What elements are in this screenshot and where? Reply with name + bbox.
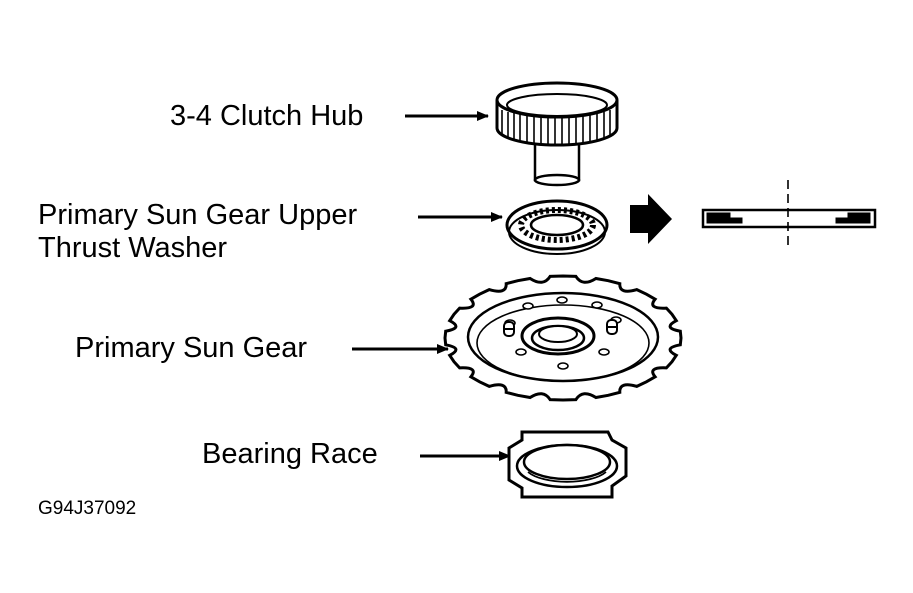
washer-section-view xyxy=(701,180,877,250)
sun-gear-label: Primary Sun Gear xyxy=(75,332,308,364)
figure-id: G94J37092 xyxy=(38,498,137,519)
bearing-race-label: Bearing Race xyxy=(202,438,378,470)
section-view-arrow-icon xyxy=(630,194,672,244)
sun-gear-drawing xyxy=(443,274,683,402)
bearing-race-drawing xyxy=(507,430,628,499)
thrust-washer-label-line2: Thrust Washer xyxy=(38,232,228,264)
clutch-hub-drawing xyxy=(495,81,619,187)
thrust-washer-drawing xyxy=(505,199,609,255)
clutch-hub-label: 3-4 Clutch Hub xyxy=(170,100,364,132)
thrust-washer-label-line1: Primary Sun Gear Upper xyxy=(38,199,358,231)
